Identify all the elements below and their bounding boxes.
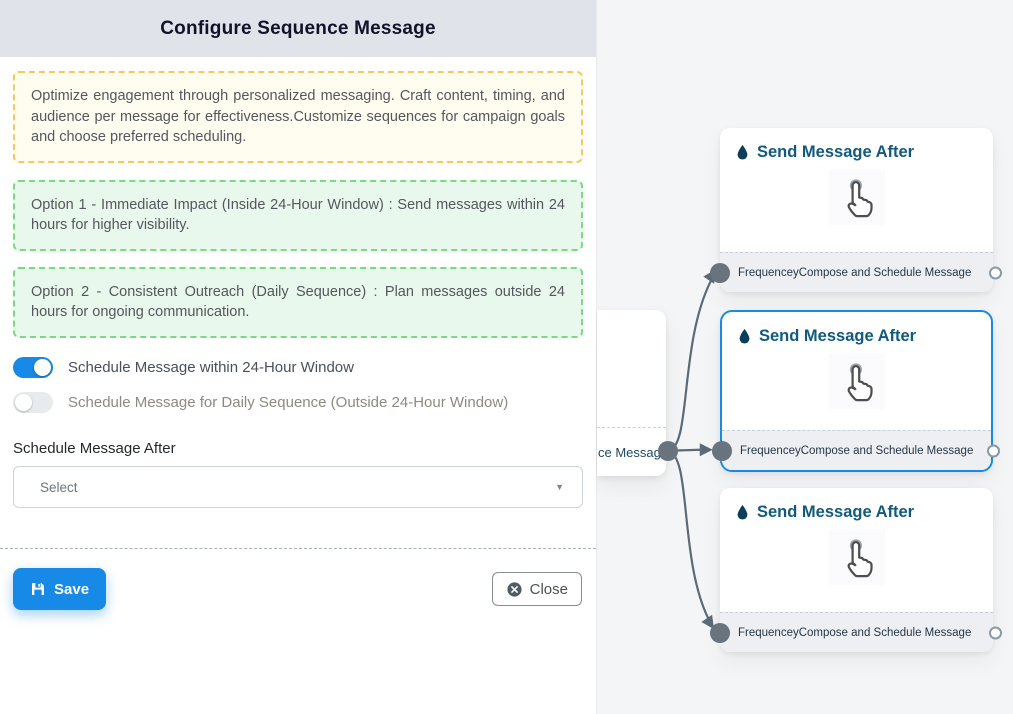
output-handle[interactable] — [989, 266, 1002, 279]
configure-sequence-panel: Configure Sequence Message Optimize enga… — [0, 0, 596, 611]
floppy-disk-icon — [30, 581, 46, 597]
hand-tap-icon — [828, 353, 885, 409]
option2-note: Option 2 - Consistent Outreach (Daily Se… — [13, 266, 583, 339]
node-title-label: Send Message After — [757, 143, 915, 161]
daily-sequence-toggle[interactable] — [13, 392, 53, 414]
toggle-knob — [34, 359, 51, 377]
water-drop-icon — [737, 504, 748, 520]
source-node-footer: ce Message — [597, 427, 669, 476]
caret-down-icon: ▼ — [555, 482, 564, 493]
close-button[interactable]: Close — [491, 572, 582, 607]
frequency-label: Frequencey — [738, 266, 799, 279]
option1-note: Option 1 - Immediate Impact (Inside 24-H… — [13, 179, 583, 251]
node-footer: Frequencey Compose and Schedule Message — [712, 430, 1000, 470]
source-node-body — [597, 310, 666, 427]
flow-node-3[interactable]: Send Message After Frequencey Compose an… — [710, 488, 1002, 652]
node-title-label: Send Message After — [759, 327, 917, 345]
node-footer: Frequencey Compose and Schedule Message — [710, 252, 1002, 292]
node-body: Send Message After — [722, 312, 991, 430]
toggle-row-daily-sequence: Schedule Message for Daily Sequence (Out… — [13, 392, 583, 414]
node-footer: Frequencey Compose and Schedule Message — [710, 612, 1002, 652]
save-button-label: Save — [54, 580, 90, 598]
hand-tap-icon — [828, 169, 885, 225]
water-drop-icon — [737, 144, 748, 160]
input-handle[interactable] — [712, 440, 732, 461]
info-note: Optimize engagement through personalized… — [13, 71, 583, 163]
close-button-label: Close — [529, 580, 568, 598]
select-value: Select — [40, 479, 78, 495]
compose-schedule-label: Compose and Schedule Message — [798, 266, 972, 279]
daily-sequence-toggle-label: Schedule Message for Daily Sequence (Out… — [68, 394, 509, 412]
flow-edge-top — [666, 280, 712, 452]
schedule-after-select[interactable]: Select ▼ — [13, 466, 583, 509]
frequency-label: Frequencey — [740, 444, 801, 457]
source-output-handle[interactable] — [658, 441, 678, 461]
flow-canvas[interactable]: ce Message Send Message After — [596, 0, 1013, 714]
within-24h-toggle[interactable] — [13, 357, 53, 379]
frequency-label: Frequencey — [738, 626, 799, 639]
toggle-knob — [15, 394, 32, 412]
input-handle[interactable] — [710, 262, 730, 283]
source-node[interactable]: ce Message — [597, 310, 669, 476]
output-handle[interactable] — [989, 626, 1002, 639]
node-body: Send Message After — [720, 488, 993, 612]
hand-tap-icon — [828, 529, 885, 585]
toggle-row-within-window: Schedule Message within 24-Hour Window — [13, 357, 583, 379]
water-drop-icon — [739, 328, 750, 344]
flow-node-2-selected[interactable]: Send Message After Frequencey Compose an… — [712, 310, 1000, 472]
node-title-label: Send Message After — [757, 503, 915, 521]
circle-x-icon — [506, 581, 523, 598]
within-24h-toggle-label: Schedule Message within 24-Hour Window — [68, 359, 354, 377]
footer-divider — [0, 548, 596, 550]
panel-header: Configure Sequence Message — [0, 0, 596, 57]
flow-node-1[interactable]: Send Message After Frequencey Compose an… — [710, 128, 1002, 292]
node-body: Send Message After — [720, 128, 993, 252]
output-handle[interactable] — [987, 444, 1000, 457]
input-handle[interactable] — [710, 622, 730, 643]
source-footer-label: ce Message — [598, 444, 669, 460]
flow-edge-bottom — [666, 449, 710, 621]
save-button[interactable]: Save — [13, 568, 107, 611]
footer-actions: Save Close — [0, 549, 596, 611]
compose-schedule-label: Compose and Schedule Message — [800, 444, 974, 457]
panel-body: Optimize engagement through personalized… — [0, 57, 596, 509]
page-title: Configure Sequence Message — [160, 17, 436, 39]
arrowhead-icon — [699, 443, 713, 457]
schedule-after-label: Schedule Message After — [13, 440, 176, 458]
compose-schedule-label: Compose and Schedule Message — [798, 626, 972, 639]
